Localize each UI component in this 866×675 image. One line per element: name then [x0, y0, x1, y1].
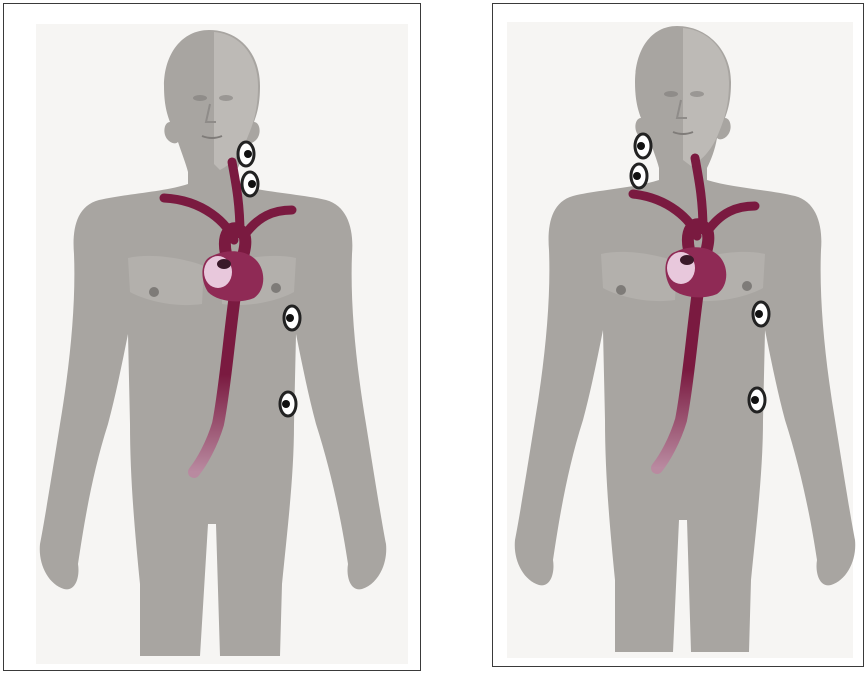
electrode-neck-lower: [242, 172, 258, 196]
electrode-left-flank-lower: [280, 392, 296, 416]
body-figure-right: [493, 4, 865, 668]
electrode-right-neck-lower: [631, 164, 647, 188]
electrode-neck-upper: [238, 142, 254, 166]
electrode-left-chest-upper: [753, 302, 769, 326]
panel-left: [3, 3, 421, 671]
eye-left: [193, 95, 207, 101]
nipple-left: [742, 281, 752, 291]
eye-left: [664, 91, 678, 97]
electrode-left-flank-lower: [749, 388, 765, 412]
nipple-right: [149, 287, 159, 297]
body-figure-left: [4, 4, 422, 672]
aortic-root: [680, 255, 694, 265]
nipple-right: [616, 285, 626, 295]
eye-right: [690, 91, 704, 97]
panel-right: [492, 3, 864, 667]
eye-right: [219, 95, 233, 101]
electrode-right-neck-upper: [635, 134, 651, 158]
aortic-root: [217, 259, 231, 269]
nipple-left: [271, 283, 281, 293]
electrode-left-chest-upper: [284, 306, 300, 330]
